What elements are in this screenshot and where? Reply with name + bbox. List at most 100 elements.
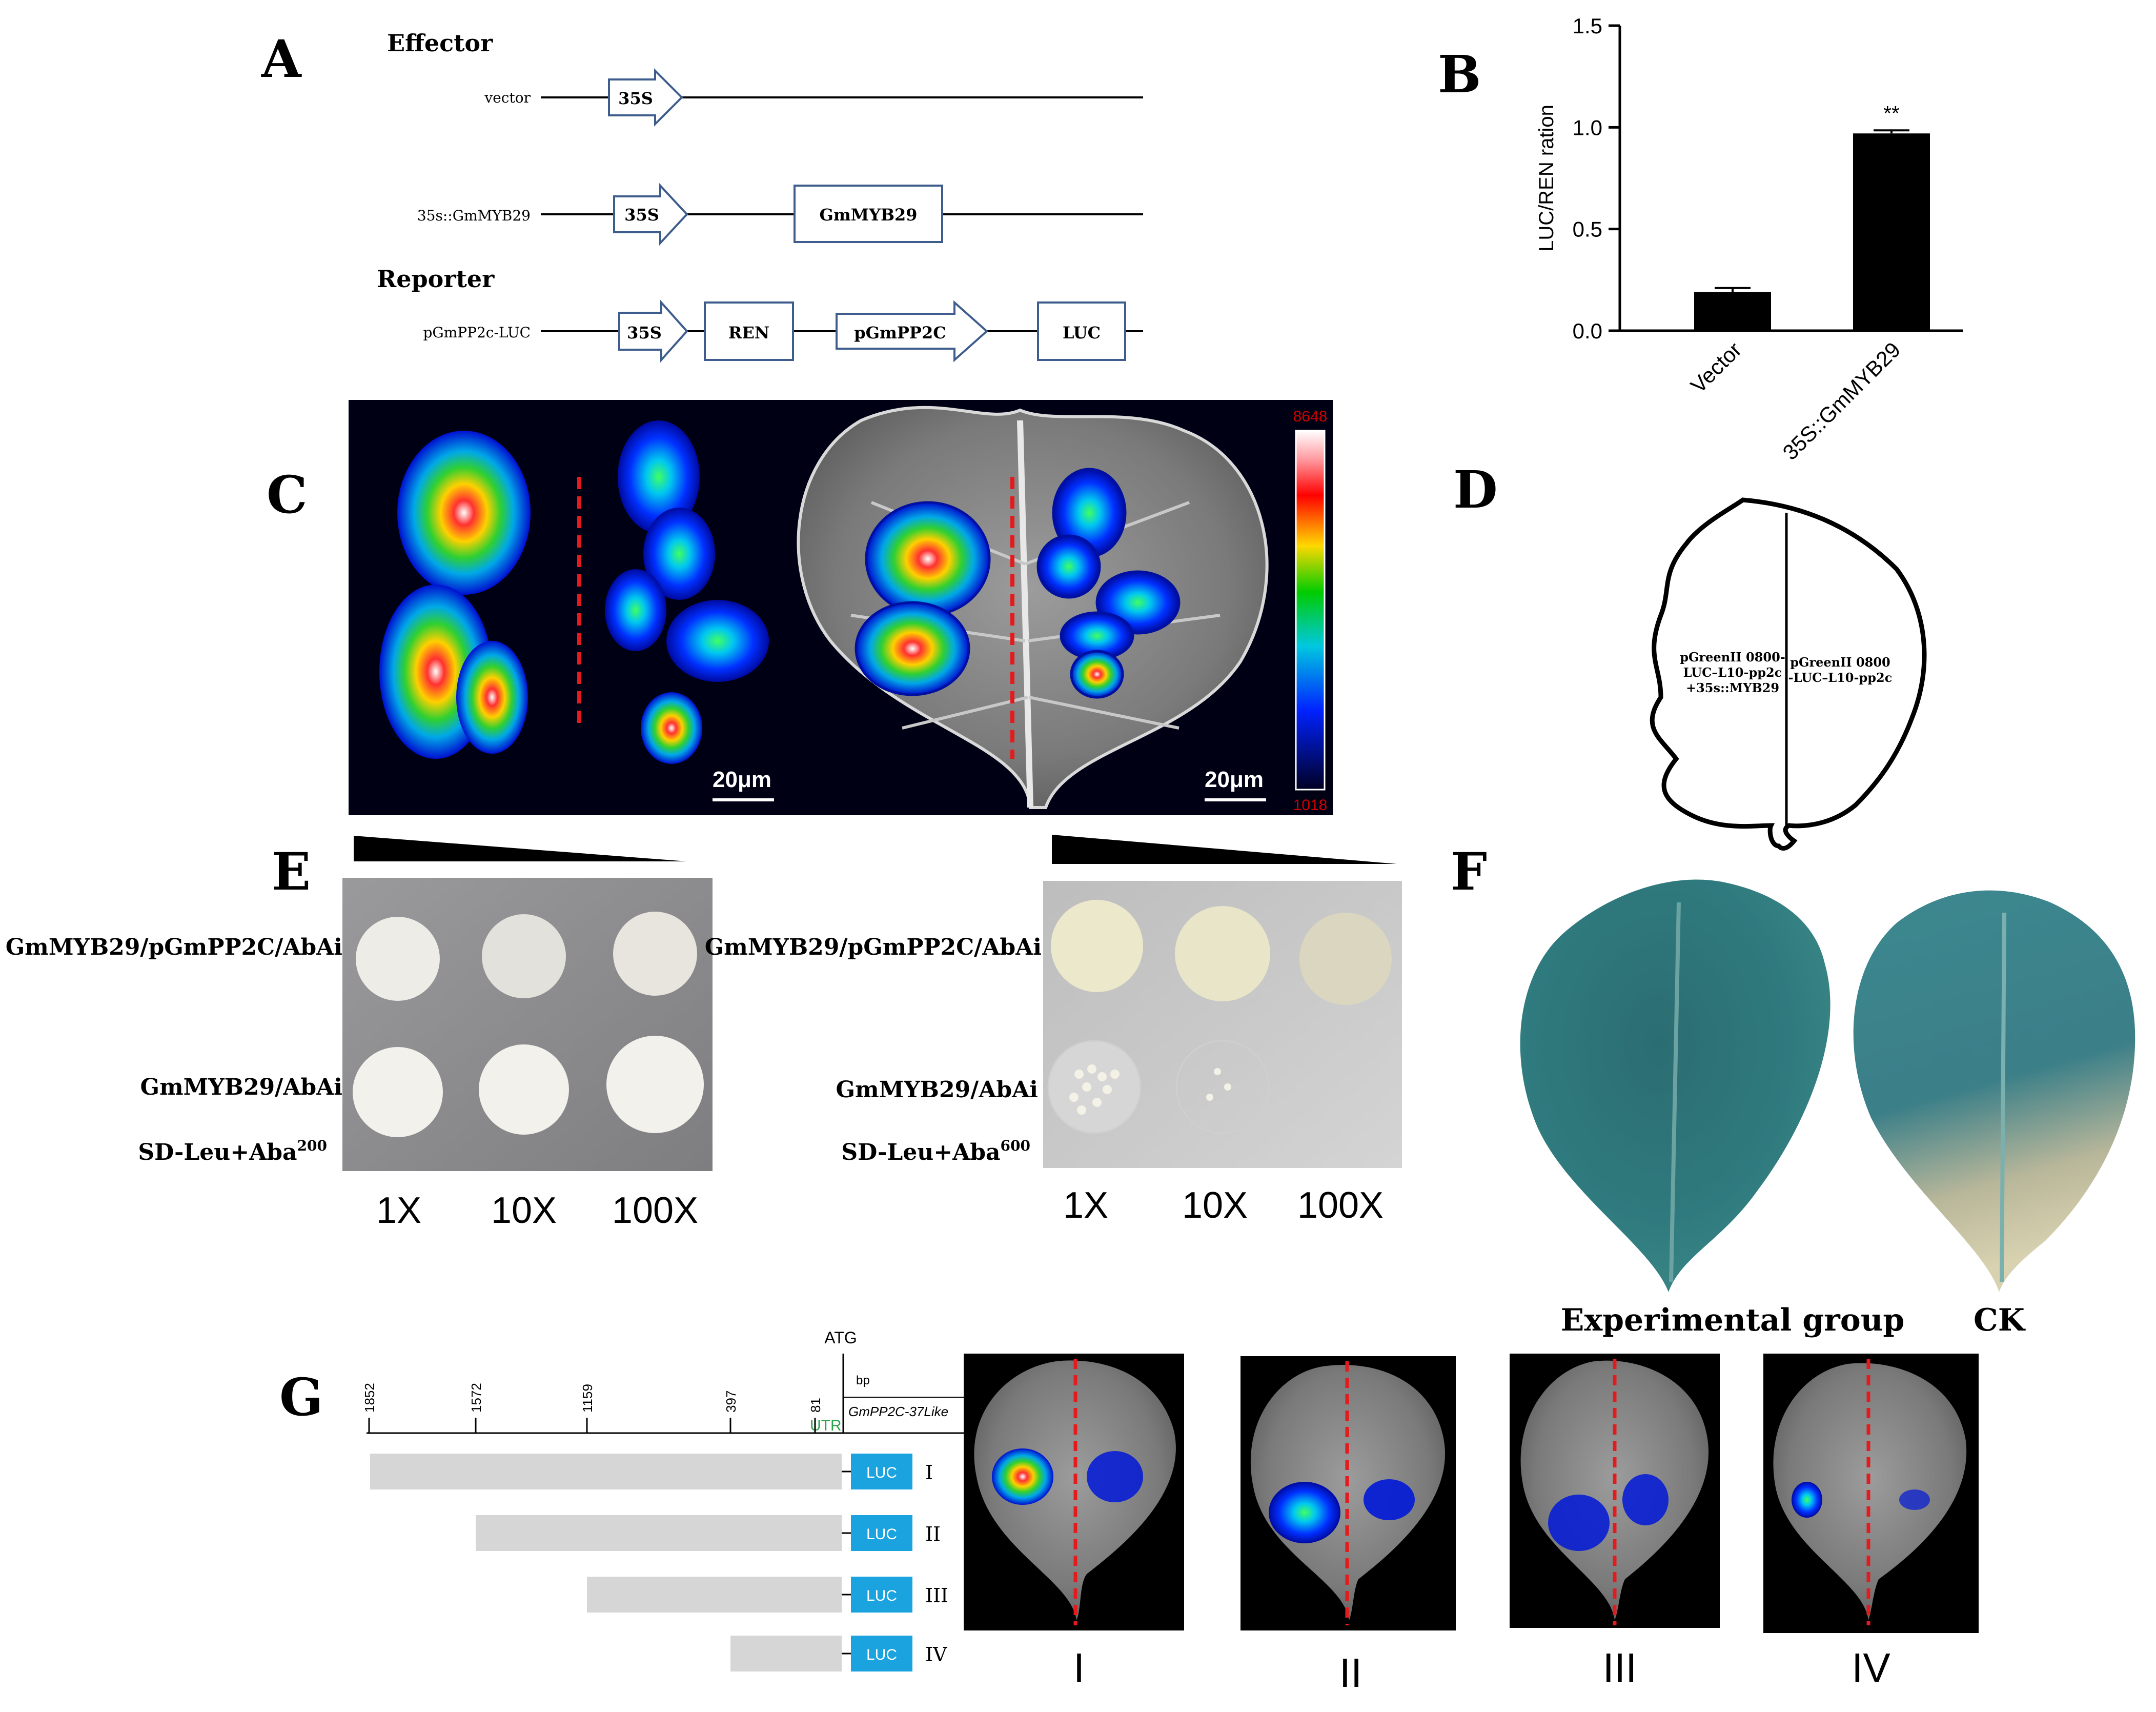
x-category-label: Vector	[1686, 337, 1746, 397]
scale-label-right: 20μm	[1205, 767, 1264, 792]
d-right-line-1: pGreenII 0800	[1790, 655, 1890, 670]
tick-label: 1852	[362, 1383, 377, 1413]
construct-row-3: LUC III	[587, 1577, 948, 1613]
panel-label-g: G	[279, 1367, 323, 1427]
dilution-label: 1X	[376, 1190, 421, 1231]
e-left-row1-label: GmMYB29/pGmPP2C/AbAi	[6, 934, 342, 960]
d-right-line-2: -LUC–L10-pp2c	[1788, 670, 1893, 685]
leaf-image-1	[964, 1354, 1184, 1630]
atg-label: ATG	[824, 1328, 857, 1347]
box-label: 35S	[624, 205, 659, 225]
panel-label-f: F	[1451, 841, 1487, 902]
dilution-label: 100X	[612, 1190, 698, 1231]
yeast-spot	[479, 1044, 569, 1135]
construct-numeral: I	[925, 1461, 933, 1484]
gene-label: GmPP2C-37Like	[848, 1404, 948, 1419]
label-experimental-group: Experimental group	[1561, 1302, 1905, 1338]
e-left-row2-label: GmMYB29/AbAi	[140, 1074, 343, 1100]
yeast-spot	[353, 1047, 443, 1137]
colorbar-min: 1018	[1293, 797, 1328, 814]
d-left-line-1: pGreenII 0800-	[1680, 650, 1785, 664]
dilution-label: 100X	[1297, 1185, 1384, 1226]
colorbar	[1295, 430, 1326, 791]
bar-chart: LUC/REN ration 0.00.51.01.5Vector**35S::…	[1535, 14, 1963, 465]
y-axis-label: LUC/REN ration	[1535, 105, 1558, 252]
luc-box-label: LUC	[866, 1587, 897, 1604]
bp-label: bp	[856, 1374, 870, 1387]
tick-label: 397	[723, 1391, 739, 1413]
promoter-arrow-35s	[608, 68, 683, 127]
yeast-spot	[482, 914, 566, 998]
leaf-image-4	[1763, 1354, 1979, 1633]
box-label: 35S	[618, 89, 653, 108]
gene-box-ren	[704, 301, 794, 361]
box-label: 35S	[627, 323, 662, 343]
e-left-medium: SD-Leu+Aba200	[138, 1137, 327, 1165]
leaf-label: II	[1339, 1650, 1362, 1696]
effector-heading: Effector	[387, 29, 493, 57]
tick-label: 81	[808, 1398, 823, 1413]
gene-box-gmmyb29	[794, 185, 943, 243]
panel-label-a: A	[261, 29, 302, 89]
colorbar-max: 8648	[1293, 408, 1328, 425]
yeast-spot-sparse	[1047, 1040, 1142, 1134]
dilution-wedge	[1052, 835, 1397, 864]
yeast-spot	[606, 1036, 704, 1133]
panel-label-d: D	[1453, 459, 1498, 520]
significance-marker: **	[1883, 102, 1899, 125]
luc-box-label: LUC	[866, 1646, 897, 1663]
d-left-line-3: +35s::MYB29	[1686, 680, 1779, 695]
leaf-outline	[1650, 497, 1927, 851]
box-label: LUC	[1063, 323, 1101, 343]
tick-label: 1572	[469, 1383, 484, 1413]
y-tick-label: 0.5	[1573, 217, 1602, 241]
tick-label: 1159	[580, 1384, 595, 1413]
construct-row-1: LUC I	[370, 1454, 933, 1489]
d-left-line-2: LUC–L10-pp2c	[1683, 665, 1782, 680]
reporter-heading: Reporter	[377, 265, 495, 293]
panel-label-c: C	[267, 465, 308, 525]
e-right-medium: SD-Leu+Aba600	[841, 1137, 1030, 1165]
promoter-arrow-35s	[613, 183, 688, 246]
yeast-spot	[1051, 900, 1143, 992]
dilution-label: 1X	[1063, 1185, 1108, 1226]
construct-numeral: III	[925, 1584, 948, 1607]
luminescence-spots-right	[855, 468, 1181, 699]
y-tick-label: 0.0	[1573, 319, 1602, 343]
scale-label-left: 20μm	[713, 767, 771, 792]
box-label: pGmPP2C	[854, 323, 946, 343]
yeast-spot	[613, 912, 697, 996]
leaf-image-2	[1240, 1356, 1456, 1630]
luminescence-spots-left	[379, 420, 769, 764]
bar	[1694, 292, 1771, 331]
leaf-ck	[1853, 890, 2135, 1292]
bar	[1853, 133, 1930, 331]
yeast-spot	[1175, 906, 1270, 1001]
luc-box-label: LUC	[866, 1526, 897, 1543]
e-right-row2-label: GmMYB29/AbAi	[836, 1077, 1039, 1103]
label-ck: CK	[1974, 1302, 2026, 1338]
panel-label-b: B	[1438, 44, 1481, 105]
construct-row-4: LUC IV	[730, 1636, 947, 1671]
construct-name-vector: vector	[484, 89, 531, 106]
promoter-arrow-35s	[618, 299, 688, 363]
box-label: REN	[728, 323, 769, 343]
yeast-spot	[356, 917, 440, 1001]
box-label: GmMYB29	[819, 205, 917, 225]
luc-box-label: LUC	[866, 1464, 897, 1481]
construct-row-2: LUC II	[476, 1515, 941, 1551]
dilution-label: 10X	[491, 1190, 557, 1231]
x-category-label: 35S::GmMYB29	[1778, 337, 1905, 465]
y-tick-label: 1.0	[1573, 115, 1602, 139]
construct-name-gmmyb29: 35s::GmMYB29	[417, 207, 531, 224]
yeast-colonies	[1069, 1064, 1231, 1115]
yeast-spot	[1299, 913, 1392, 1005]
construct-numeral: II	[925, 1523, 941, 1545]
leaf-image-3	[1510, 1354, 1720, 1628]
leaf-midrib	[1017, 420, 1033, 808]
promoter-arrow-pgmpp2c	[836, 300, 989, 362]
leaf-label: IV	[1852, 1645, 1890, 1690]
leaf-label: I	[1073, 1645, 1085, 1690]
panel-label-e: E	[272, 841, 311, 902]
